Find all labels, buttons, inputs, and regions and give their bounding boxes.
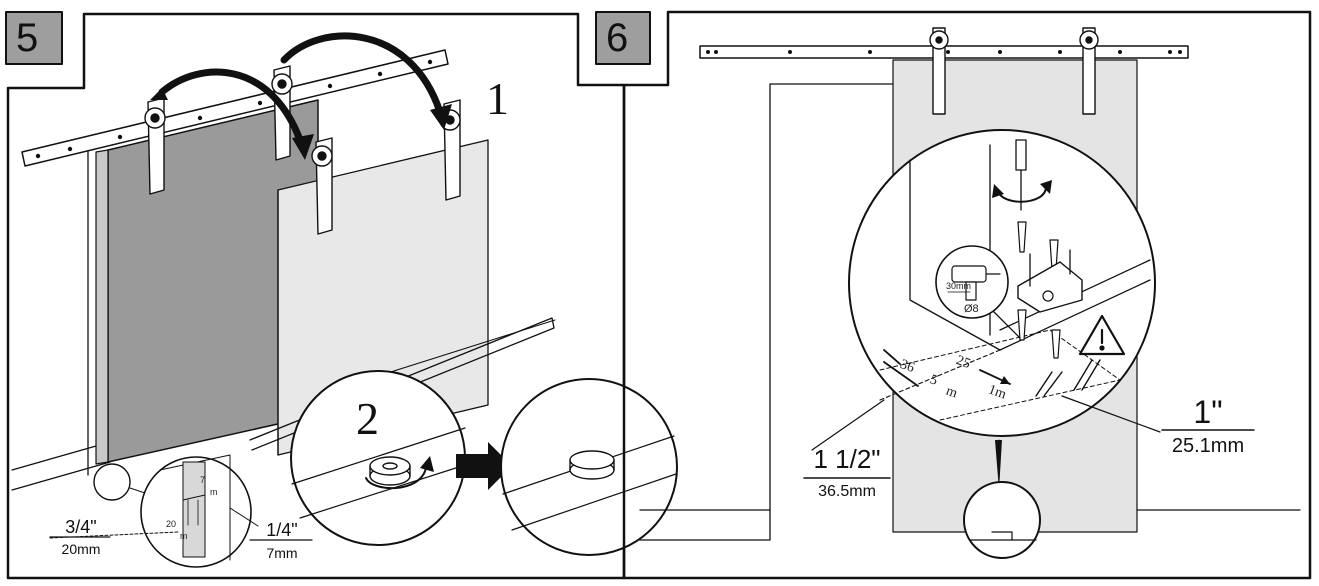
step-6-number: 6 <box>606 16 629 60</box>
step-6-label-box <box>595 11 651 65</box>
detail-mark-b: m <box>210 487 218 497</box>
floor-guide-result <box>569 450 615 480</box>
step-5-number: 5 <box>16 16 39 60</box>
big-arrow-right <box>456 442 512 490</box>
drill-icon <box>951 265 1001 301</box>
detail-mark-c: 20 <box>166 519 177 529</box>
detail-floor-small <box>963 481 1041 559</box>
dim-right-step6-imperial: 1" <box>1193 394 1223 430</box>
dim-right-step5-metric: 7mm <box>266 545 298 561</box>
move-arrow-1 <box>158 68 304 144</box>
floor-guide-bracket <box>1017 261 1083 313</box>
warning-icon <box>1078 314 1126 356</box>
hanger-left-dark <box>144 97 166 195</box>
dim-left-step6-metric: 36.5mm <box>818 483 876 500</box>
screws <box>1017 221 1061 359</box>
dim-left-step5-imperial: 3/4" <box>65 517 97 537</box>
step-5-label-box <box>5 11 63 65</box>
hanger-left-step6 <box>929 27 949 115</box>
panel-5-frame <box>6 12 626 580</box>
detail-callout-small <box>93 463 131 501</box>
detail-mark-a: 7 <box>200 475 206 485</box>
floor-guide-knob <box>369 456 411 486</box>
screwdriver-icon <box>1015 139 1027 211</box>
dim-left-step5-metric: 20mm <box>61 541 101 557</box>
drill-depth-label: 30mm <box>946 281 972 291</box>
dim-right-step5-imperial: 1/4" <box>266 520 298 540</box>
dim-right-step6-metric: 25.1mm <box>1171 435 1245 457</box>
rail-step5 <box>21 49 449 167</box>
panel-5 <box>5 11 678 580</box>
dim-left-step6-imperial: 1 1/2" <box>813 444 881 474</box>
rotate-arrow <box>365 467 427 490</box>
hanger-right-step6 <box>1079 27 1099 115</box>
sub-step-1: 1 <box>486 73 509 124</box>
drill-diameter-label: Ø8 <box>964 303 979 315</box>
panel-6 <box>595 10 1312 580</box>
hanger-right-dark <box>271 65 293 161</box>
hanger-left-light <box>311 137 333 235</box>
panel-6-frame <box>622 10 1312 580</box>
sub-step-2: 2 <box>356 393 379 444</box>
move-arrow-2 <box>280 32 444 116</box>
detail-mark-d: m <box>180 531 188 541</box>
